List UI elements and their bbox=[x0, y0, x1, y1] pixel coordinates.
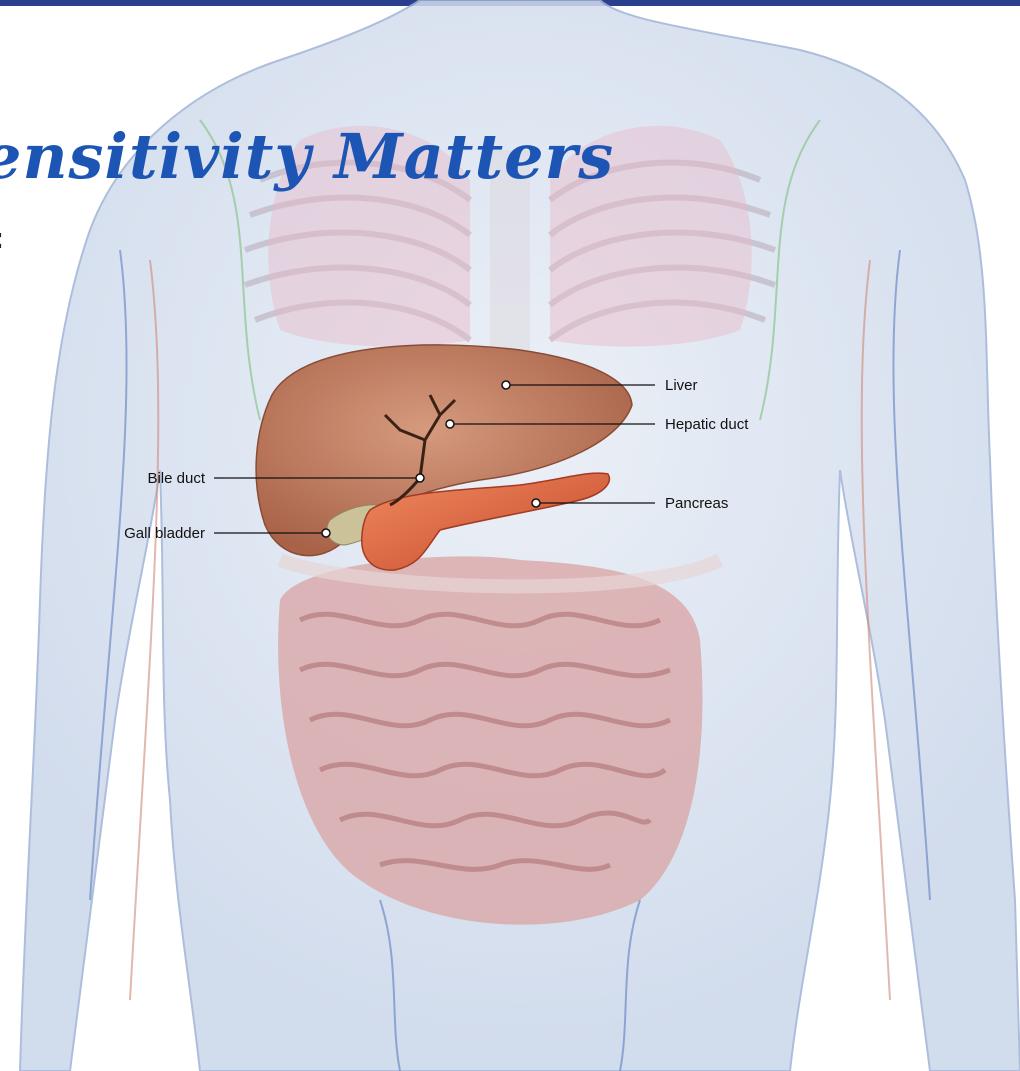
label-bile-duct: Bile duct bbox=[147, 470, 205, 487]
label-liver: Liver bbox=[665, 377, 698, 394]
label-hepatic-duct: Hepatic duct bbox=[665, 416, 749, 433]
gall-bladder-marker bbox=[322, 529, 330, 537]
label-pancreas: Pancreas bbox=[665, 495, 728, 512]
pancreas-marker bbox=[532, 499, 540, 507]
slide-title: ensitivity Matters bbox=[0, 120, 614, 193]
bile-duct-marker bbox=[416, 474, 424, 482]
partial-text: : bbox=[0, 222, 4, 256]
liver-marker bbox=[502, 381, 510, 389]
label-gall-bladder: Gall bladder bbox=[124, 525, 205, 542]
hepatic-duct-marker bbox=[446, 420, 454, 428]
